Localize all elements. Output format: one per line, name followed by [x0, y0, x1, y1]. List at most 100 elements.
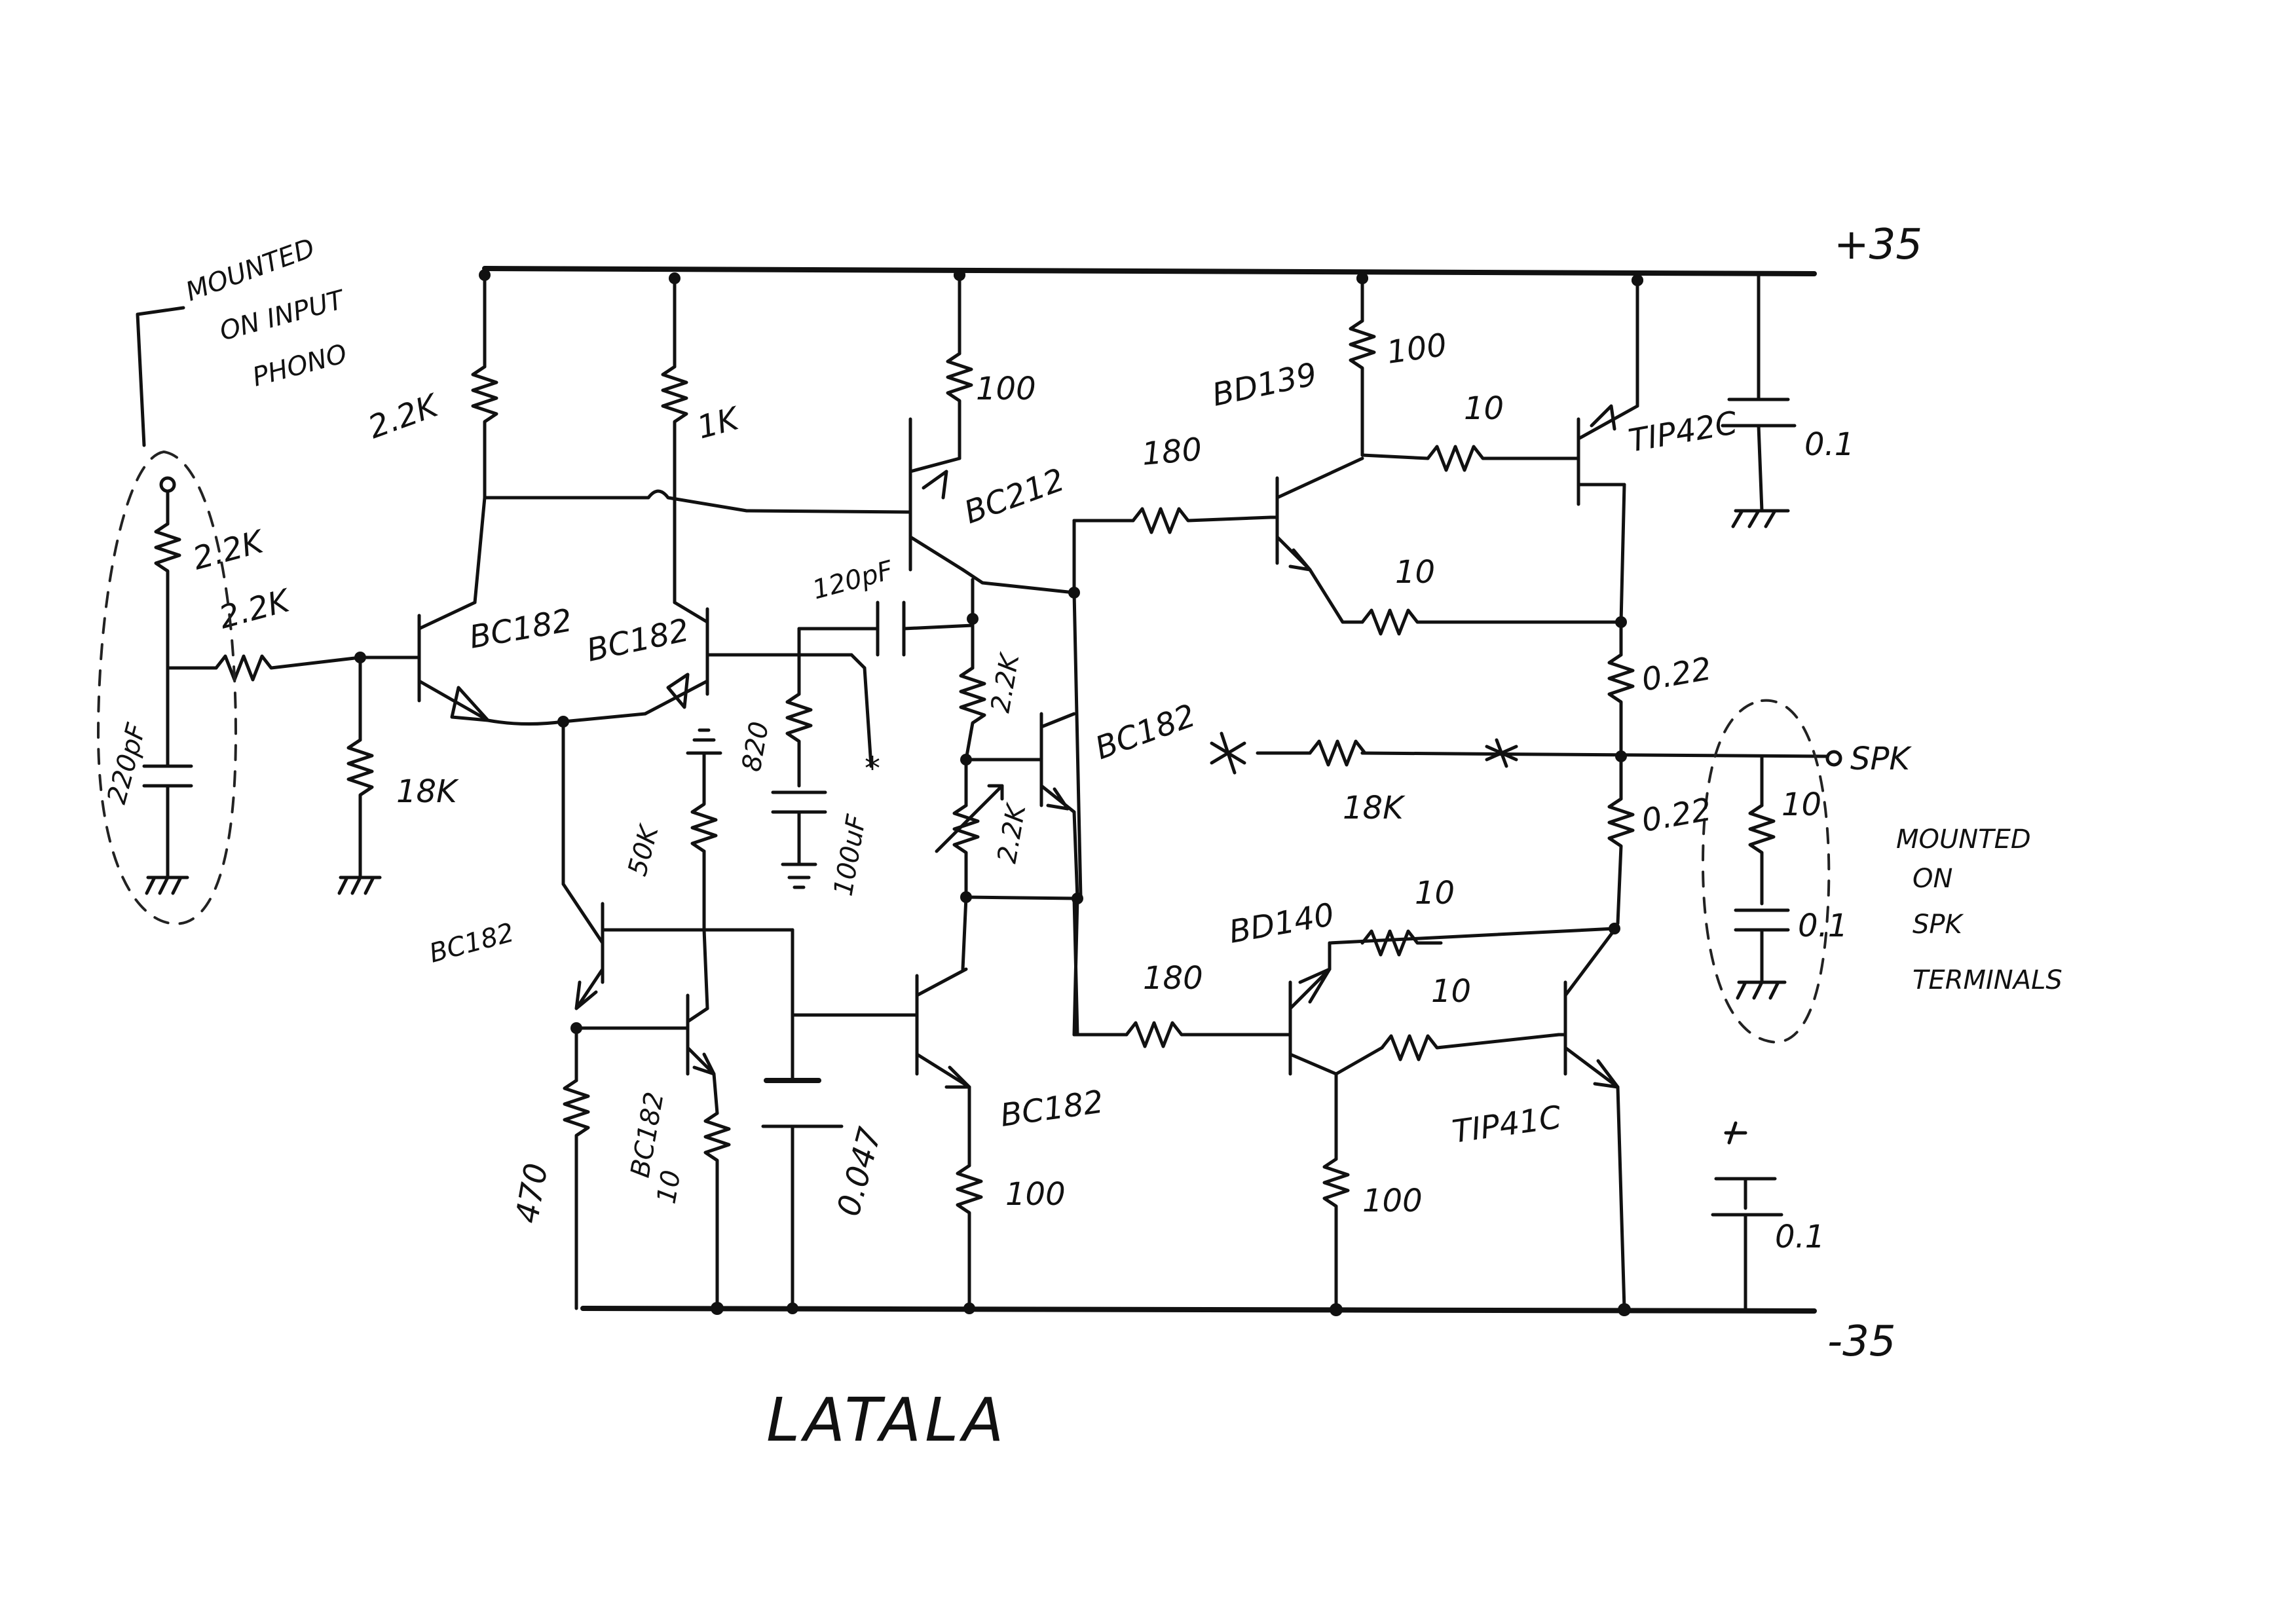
lower-driver-transistor-label: BD140 [1226, 896, 1337, 951]
upper-driver-transistor: BD139 [1209, 356, 1364, 572]
lower-rail-capacitor-label: 0.1 [1775, 1219, 1825, 1255]
lower-driver-collector-resistor: 100 [1322, 1072, 1423, 1310]
upper-driver-emitter-resistor-label: 10 [1395, 554, 1435, 591]
negative-rail-junctions [711, 1302, 1631, 1316]
zobel-resistor-label: 10 [1782, 786, 1821, 823]
ltp-left-load-label: 2.2K [364, 387, 445, 447]
base-bias-resistor-label: 18K [396, 773, 459, 810]
speaker-mount-note-line-4: TERMINALS [1912, 965, 2062, 995]
vbe-pot-label: 2.2K [992, 801, 1032, 866]
ltp-left-transistor: BC182 [417, 600, 575, 722]
speaker-mount-note-line-1: MOUNTED [1896, 824, 2031, 855]
ltp-right-load-label: 1K [694, 400, 745, 447]
ccs-bias-resistor: 50K [622, 728, 722, 932]
vbe-upper-resistor: 2.2K [959, 646, 1026, 762]
lower-rail-capacitor: 0.1 [1711, 1121, 1825, 1310]
upper-driver-out-resistor-label: 10 [1464, 390, 1504, 427]
zobel-network: 10 0.1 [1734, 754, 1848, 1000]
zobel-capacitor-label: 0.1 [1798, 908, 1848, 944]
ccs-transistor-label: BC182 [426, 917, 517, 969]
upper-output-transistor: TIP42C [1577, 274, 1740, 624]
upper-driver-out-resistor: 10 [1360, 390, 1580, 472]
ltp-left-load: 2.2K [364, 269, 498, 500]
author-signature: LATALA [766, 1385, 1007, 1455]
vbe-upper-resistor-label: 2.2K [986, 650, 1026, 715]
ccs-bias-resistor-label: 50K [622, 821, 665, 879]
speaker-terminal: SPK [1825, 741, 1912, 777]
input-mount-note-line-2: ON INPUT [217, 284, 349, 346]
upper-emitter-resistor-label: 0.22 [1639, 650, 1714, 699]
global-feedback-resistor-label: 18K [1343, 790, 1406, 826]
global-feedback-resistor: 18K [1210, 731, 1518, 826]
upper-rail-capacitor: 0.1 [1721, 272, 1854, 528]
lower-output-transistor: TIP41C [1450, 928, 1626, 1310]
upper-driver-collector-resistor-label: 100 [1385, 327, 1449, 371]
ccs-emitter-resistor: 470 [509, 1022, 590, 1310]
lower-vas-transistor: BC182 [791, 967, 1106, 1134]
vas-output-node [961, 519, 1135, 899]
ltp-right-load: 1K [661, 272, 745, 500]
ccs-reference-transistor: BC182 [574, 928, 716, 1180]
ltp-right-transistor: BC182 [584, 600, 853, 716]
ccs-reference-resistor: 10 [652, 1072, 731, 1310]
speaker-mount-outline: MOUNTED ON SPK TERMINALS [1701, 699, 2062, 1044]
lower-driver-out-resistor: 10 [1334, 973, 1561, 1076]
lower-driver-transistor: BD140 [1226, 896, 1616, 1076]
feedback-network: 820 100uF * [737, 627, 880, 898]
upper-driver-base-resistor-label: 180 [1140, 431, 1203, 473]
base-bias-resistor: 18K [337, 652, 459, 895]
lower-vas-emitter-resistor-label: 100 [1005, 1176, 1066, 1213]
vas-transistor-label: BC212 [960, 462, 1070, 532]
lower-driver-base-resistor: 180 [1072, 896, 1292, 1048]
ccs-emitter-resistor-label: 470 [509, 1160, 555, 1226]
feedback-shunt-resistor-label: 820 [737, 720, 775, 774]
feedback-capacitor-marker: * [865, 750, 880, 787]
miller-capacitor-label: 120pF [810, 555, 897, 606]
ccs-reference-resistor-label: 10 [652, 1168, 687, 1206]
upper-driver-emitter-resistor: 10 [1308, 554, 1620, 636]
upper-driver-collector-resistor: 100 [1349, 272, 1449, 457]
vbe-transistor-label: BC182 [1091, 697, 1201, 767]
input-phono-terminal [159, 476, 176, 493]
speaker-mount-note-line-3: SPK [1912, 910, 1964, 940]
input-mount-note-line-3: PHONO [250, 339, 350, 393]
vbe-pot: 2.2K [935, 754, 1032, 899]
lower-driver-emitter-resistor: 10 [1360, 875, 1455, 957]
speaker-terminal-label: SPK [1850, 741, 1912, 777]
lower-vas-emitter-resistor: 100 [956, 1085, 1066, 1310]
upper-emitter-resistor: 0.22 [1607, 616, 1714, 755]
upper-rail-capacitor-label: 0.1 [1804, 426, 1854, 463]
positive-rail-label: +35 [1834, 221, 1922, 269]
ltp-collector-bus [473, 489, 912, 604]
ltp-left-transistor-label: BC182 [466, 602, 574, 656]
ltp-tail [486, 712, 647, 945]
negative-rail-label: -35 [1827, 1318, 1896, 1366]
ccs-capacitor-label: 0.047 [830, 1123, 889, 1220]
vas-transistor: BC212 [908, 417, 1070, 572]
lower-driver-out-resistor-label: 10 [1431, 973, 1471, 1010]
vas-emitter-resistor: 100 [946, 269, 1036, 460]
output-node [1360, 750, 1829, 788]
lower-emitter-resistor: 0.22 [1607, 754, 1714, 934]
input-series-resistor-label: 2.2K [189, 523, 269, 578]
positive-rail-junctions [954, 269, 1643, 286]
upper-driver-base-resistor: 180 [1072, 431, 1273, 595]
upper-output-transistor-label: TIP42C [1626, 405, 1740, 460]
positive-rail: +35 [482, 221, 1922, 276]
vas-emitter-resistor-label: 100 [976, 371, 1036, 407]
lower-driver-base-resistor-label: 180 [1143, 960, 1203, 997]
vbe-transistor: BC182 [1020, 697, 1201, 814]
feedback-capacitor-label: 100uF [829, 812, 872, 898]
ccs-reference-transistor-label: BC182 [625, 1090, 670, 1180]
miller-capacitor: 120pF [797, 555, 975, 657]
input-network: 2.2K 2.2K 220pF [102, 489, 362, 895]
speaker-mount-note-line-2: ON [1912, 864, 1952, 894]
lower-driver-collector-resistor-label: 100 [1362, 1183, 1423, 1219]
ccs-transistor: BC182 [426, 902, 706, 1010]
input-mount-outline: MOUNTED ON INPUT PHONO [96, 233, 350, 925]
lower-output-transistor-label: TIP41C [1450, 1099, 1564, 1151]
lower-driver-emitter-resistor-label: 10 [1415, 875, 1455, 912]
ltp-right-transistor-label: BC182 [584, 612, 692, 669]
ccs-capacitor: 0.047 [702, 928, 889, 1310]
